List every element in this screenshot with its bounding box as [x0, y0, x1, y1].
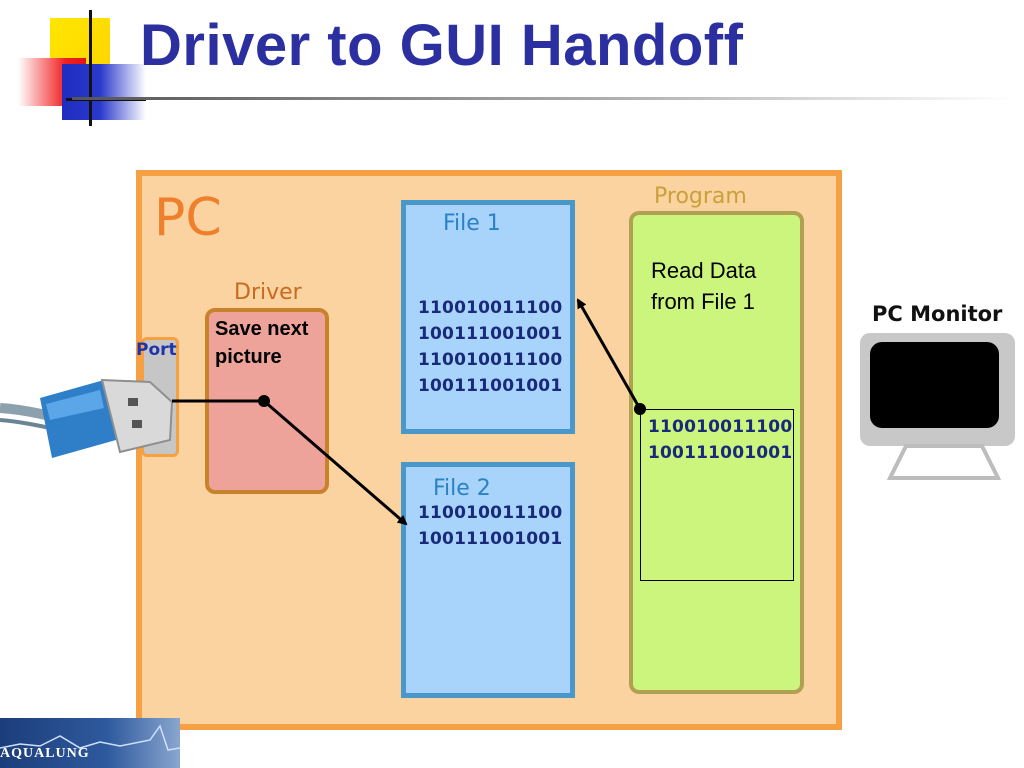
logo-text: AQUALUNG: [0, 746, 90, 761]
program-text-line1: Read Data: [651, 258, 757, 283]
program-text-line2: from File 1: [651, 289, 755, 314]
program-text: Read Data from File 1: [651, 255, 756, 317]
title-underline: [72, 97, 1012, 100]
slide-decoration-blue: [62, 64, 146, 120]
port-label: Port: [136, 340, 177, 360]
file2-bits: 110010011100 100111001001: [418, 500, 562, 552]
monitor-stand: [886, 444, 1002, 480]
file2-box: [401, 462, 575, 698]
program-data-box: [640, 409, 794, 581]
file1-bits: 110010011100 100111001001 110010011100 1…: [418, 295, 562, 399]
file1-label: File 1: [443, 211, 501, 236]
program-box: [629, 211, 804, 694]
slide-decoration-vline: [89, 10, 92, 126]
file2-label: File 2: [433, 476, 491, 501]
file2-bits-row: 110010011100: [418, 503, 563, 523]
program-bits: 110010011100 100111001001: [648, 414, 792, 466]
driver-label: Driver: [234, 280, 302, 305]
program-bits-row: 100111001001: [648, 443, 793, 463]
driver-text-line2: picture: [215, 346, 282, 368]
file1-bits-row: 110010011100: [418, 298, 563, 318]
pc-label: PC: [154, 188, 222, 248]
file1-bits-row: 110010011100: [418, 350, 563, 370]
file2-bits-row: 100111001001: [418, 529, 563, 549]
file1-box: [401, 200, 575, 434]
file1-bits-row: 100111001001: [418, 376, 563, 396]
driver-text: Save next picture: [215, 315, 345, 371]
file1-bits-row: 100111001001: [418, 324, 563, 344]
program-label: Program: [654, 184, 747, 209]
driver-text-line1: Save next: [215, 318, 309, 340]
program-bits-row: 110010011100: [648, 417, 793, 437]
monitor-label: PC Monitor: [872, 302, 1003, 326]
aqualung-logo: [0, 718, 180, 768]
monitor-screen: [870, 342, 999, 428]
slide-title: Driver to GUI Handoff: [140, 13, 744, 78]
